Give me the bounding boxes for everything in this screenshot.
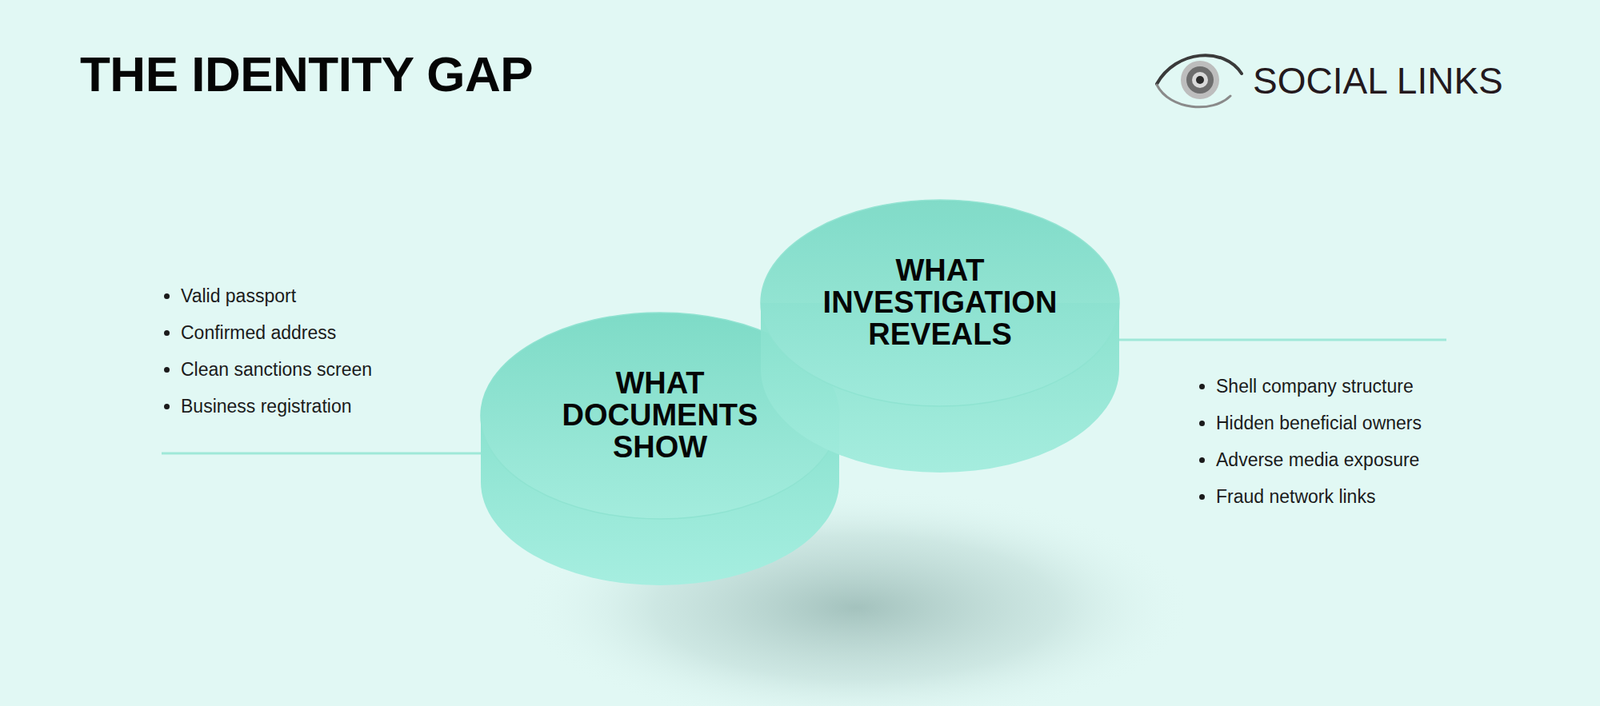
diagram-title: THE IDENTITY GAP xyxy=(80,49,533,100)
logo-eye xyxy=(1156,55,1242,108)
bullet-item: Business registration xyxy=(180,388,372,425)
disc-label: WHAT INVESTIGATION REVEALS xyxy=(808,255,1072,352)
bullet-list: Valid passportConfirmed addressClean san… xyxy=(163,277,372,425)
disc-top xyxy=(760,200,1120,407)
bullet-list: Shell company structureHidden beneficial… xyxy=(1198,368,1422,516)
bullet-item: Clean sanctions screen xyxy=(180,351,372,388)
bullet-item: Shell company structure xyxy=(1216,368,1422,405)
leader-line xyxy=(161,452,482,456)
bullet-item: Hidden beneficial owners xyxy=(1216,404,1422,442)
disc-label: WHAT DOCUMENTS SHOW xyxy=(528,368,792,464)
bullet-item: Valid passport xyxy=(180,277,372,315)
bullet-item: Fraud network links xyxy=(1216,478,1422,516)
disc-node: WHAT INVESTIGATION REVEALS xyxy=(760,199,1120,474)
leader-line xyxy=(1118,339,1447,342)
bullet-item: Adverse media exposure xyxy=(1216,441,1422,479)
logo-text: SOCIAL LINKS xyxy=(1252,62,1504,100)
bullet-item: Confirmed address xyxy=(180,314,372,352)
